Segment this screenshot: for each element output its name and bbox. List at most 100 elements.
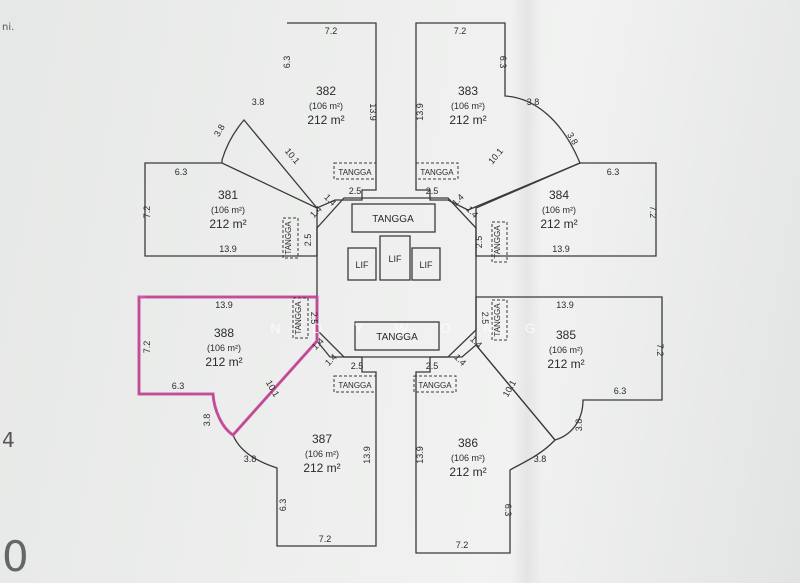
stair-top-box	[351, 203, 436, 233]
dim-388-x2: 2.5	[309, 312, 319, 325]
dim-385-b: 3.8	[534, 454, 547, 464]
lift-1-label: LIF	[355, 260, 369, 270]
dim-384-x2: 2.5	[474, 236, 484, 249]
dim-388-a: 3.8	[202, 414, 212, 427]
dim-383-c: 3.8	[565, 131, 580, 147]
dim-382-x1: 1.4	[322, 192, 338, 208]
stair-box-385	[491, 299, 508, 341]
dim-382-top: 7.2	[325, 26, 338, 36]
dim-388-bottom: 6.3	[172, 381, 185, 391]
unit-387-outline	[232, 339, 377, 547]
watermark-text: N D Y W O N G	[270, 320, 550, 336]
unit-382-size: (106 m²)	[309, 101, 343, 111]
dim-385-diag: 10.1	[501, 378, 518, 398]
unit-384-number: 384	[549, 188, 569, 202]
stair-box-382	[333, 162, 377, 180]
dim-382-a: 6.3	[282, 56, 292, 69]
dim-387-right: 13.9	[362, 446, 372, 464]
unit-383-size: (106 m²)	[451, 101, 485, 111]
stair-box-381	[282, 217, 299, 259]
unit-381-number: 381	[218, 188, 238, 202]
dim-381-bottom: 13.9	[219, 244, 237, 254]
unit-388-highlight	[137, 295, 319, 437]
dim-383-x1: 1.4	[450, 192, 466, 208]
unit-382-area: 212 m²	[307, 113, 344, 127]
stair-top-label: TANGGA	[372, 214, 414, 225]
core-outline	[316, 197, 477, 358]
dim-382-diag: 10.1	[283, 146, 302, 166]
unit-388-area: 212 m²	[205, 355, 242, 369]
dim-383-x2: 2.5	[426, 186, 439, 196]
dim-387-x1: 1.4	[323, 352, 339, 368]
dim-386-x2: 2.5	[426, 361, 439, 371]
stair-box-386	[413, 375, 457, 393]
stair-box-384	[491, 221, 508, 263]
stair-label-382: TANGGA	[338, 168, 372, 177]
dim-388-left: 7.2	[142, 341, 152, 354]
unit-383-number: 383	[458, 84, 478, 98]
dim-386-right: 6.3	[503, 504, 513, 517]
margin-note: ni.	[2, 22, 15, 33]
dim-383-b: 3.8	[527, 97, 540, 107]
stair-label-388: TANGGA	[294, 301, 303, 335]
margin-number-large: 0	[2, 532, 29, 581]
dim-385-bottom: 6.3	[614, 386, 627, 396]
unit-385-area: 212 m²	[547, 357, 584, 371]
margin-number: 4	[2, 428, 15, 452]
unit-384-size: (106 m²)	[542, 205, 576, 215]
dim-385-a: 3.8	[574, 419, 584, 432]
dim-382-c: 3.8	[212, 123, 227, 139]
stair-label-384: TANGGA	[493, 225, 502, 259]
stair-label-385: TANGGA	[493, 303, 502, 337]
dim-382-right: 13.9	[368, 103, 378, 121]
dim-385-right: 7.2	[655, 344, 665, 357]
dim-381-left: 7.2	[142, 206, 152, 219]
dim-382-x2: 2.5	[349, 186, 362, 196]
stair-box-387	[333, 375, 377, 393]
unit-386-number: 386	[458, 436, 478, 450]
unit-383-outline	[415, 22, 581, 211]
dim-383-a: 6.3	[498, 56, 508, 69]
dim-387-left: 6.3	[278, 499, 288, 512]
lift-2-box	[379, 235, 411, 281]
stair-label-387: TANGGA	[338, 381, 372, 390]
stair-box-388	[292, 297, 309, 339]
unit-388-number: 388	[214, 326, 234, 340]
unit-386-area: 212 m²	[449, 465, 486, 479]
unit-388-size: (106 m²)	[207, 343, 241, 353]
dim-383-top: 7.2	[454, 26, 467, 36]
unit-383-area: 212 m²	[449, 113, 486, 127]
unit-387-size: (106 m²)	[305, 449, 339, 459]
dim-383-diag: 10.1	[486, 146, 505, 166]
stair-label-383: TANGGA	[420, 168, 454, 177]
dim-385-top: 13.9	[556, 300, 574, 310]
dim-387-x2: 2.5	[351, 361, 364, 371]
lift-1-box	[347, 247, 377, 281]
dim-384-top: 6.3	[607, 167, 620, 177]
dim-384-right: 7.2	[648, 206, 658, 219]
unit-387-number: 387	[312, 432, 332, 446]
dim-387-bottom: 7.2	[319, 534, 332, 544]
dim-386-left: 13.9	[415, 446, 425, 464]
stair-label-381: TANGGA	[284, 221, 293, 255]
lift-3-box	[411, 247, 441, 281]
dim-388-top: 13.9	[215, 300, 233, 310]
stair-bottom-label: TANGGA	[376, 332, 418, 343]
dim-383-left: 13.9	[415, 103, 425, 121]
unit-386-size: (106 m²)	[451, 453, 485, 463]
dim-385-x1: 1.4	[468, 334, 484, 350]
dim-382-b: 3.8	[252, 97, 265, 107]
unit-384-outline	[475, 162, 657, 257]
dim-381-x2: 2.5	[303, 234, 313, 247]
lift-2-label: LIF	[388, 254, 402, 264]
unit-384-area: 212 m²	[540, 217, 577, 231]
unit-381-area: 212 m²	[209, 217, 246, 231]
stair-label-386: TANGGA	[418, 381, 452, 390]
unit-386-outline	[415, 344, 556, 554]
stair-bottom-box	[354, 321, 440, 351]
unit-382-outline	[221, 22, 377, 209]
dim-388-b: 3.8	[244, 454, 257, 464]
dim-384-bottom: 13.9	[552, 244, 570, 254]
unit-381-size: (106 m²)	[211, 205, 245, 215]
